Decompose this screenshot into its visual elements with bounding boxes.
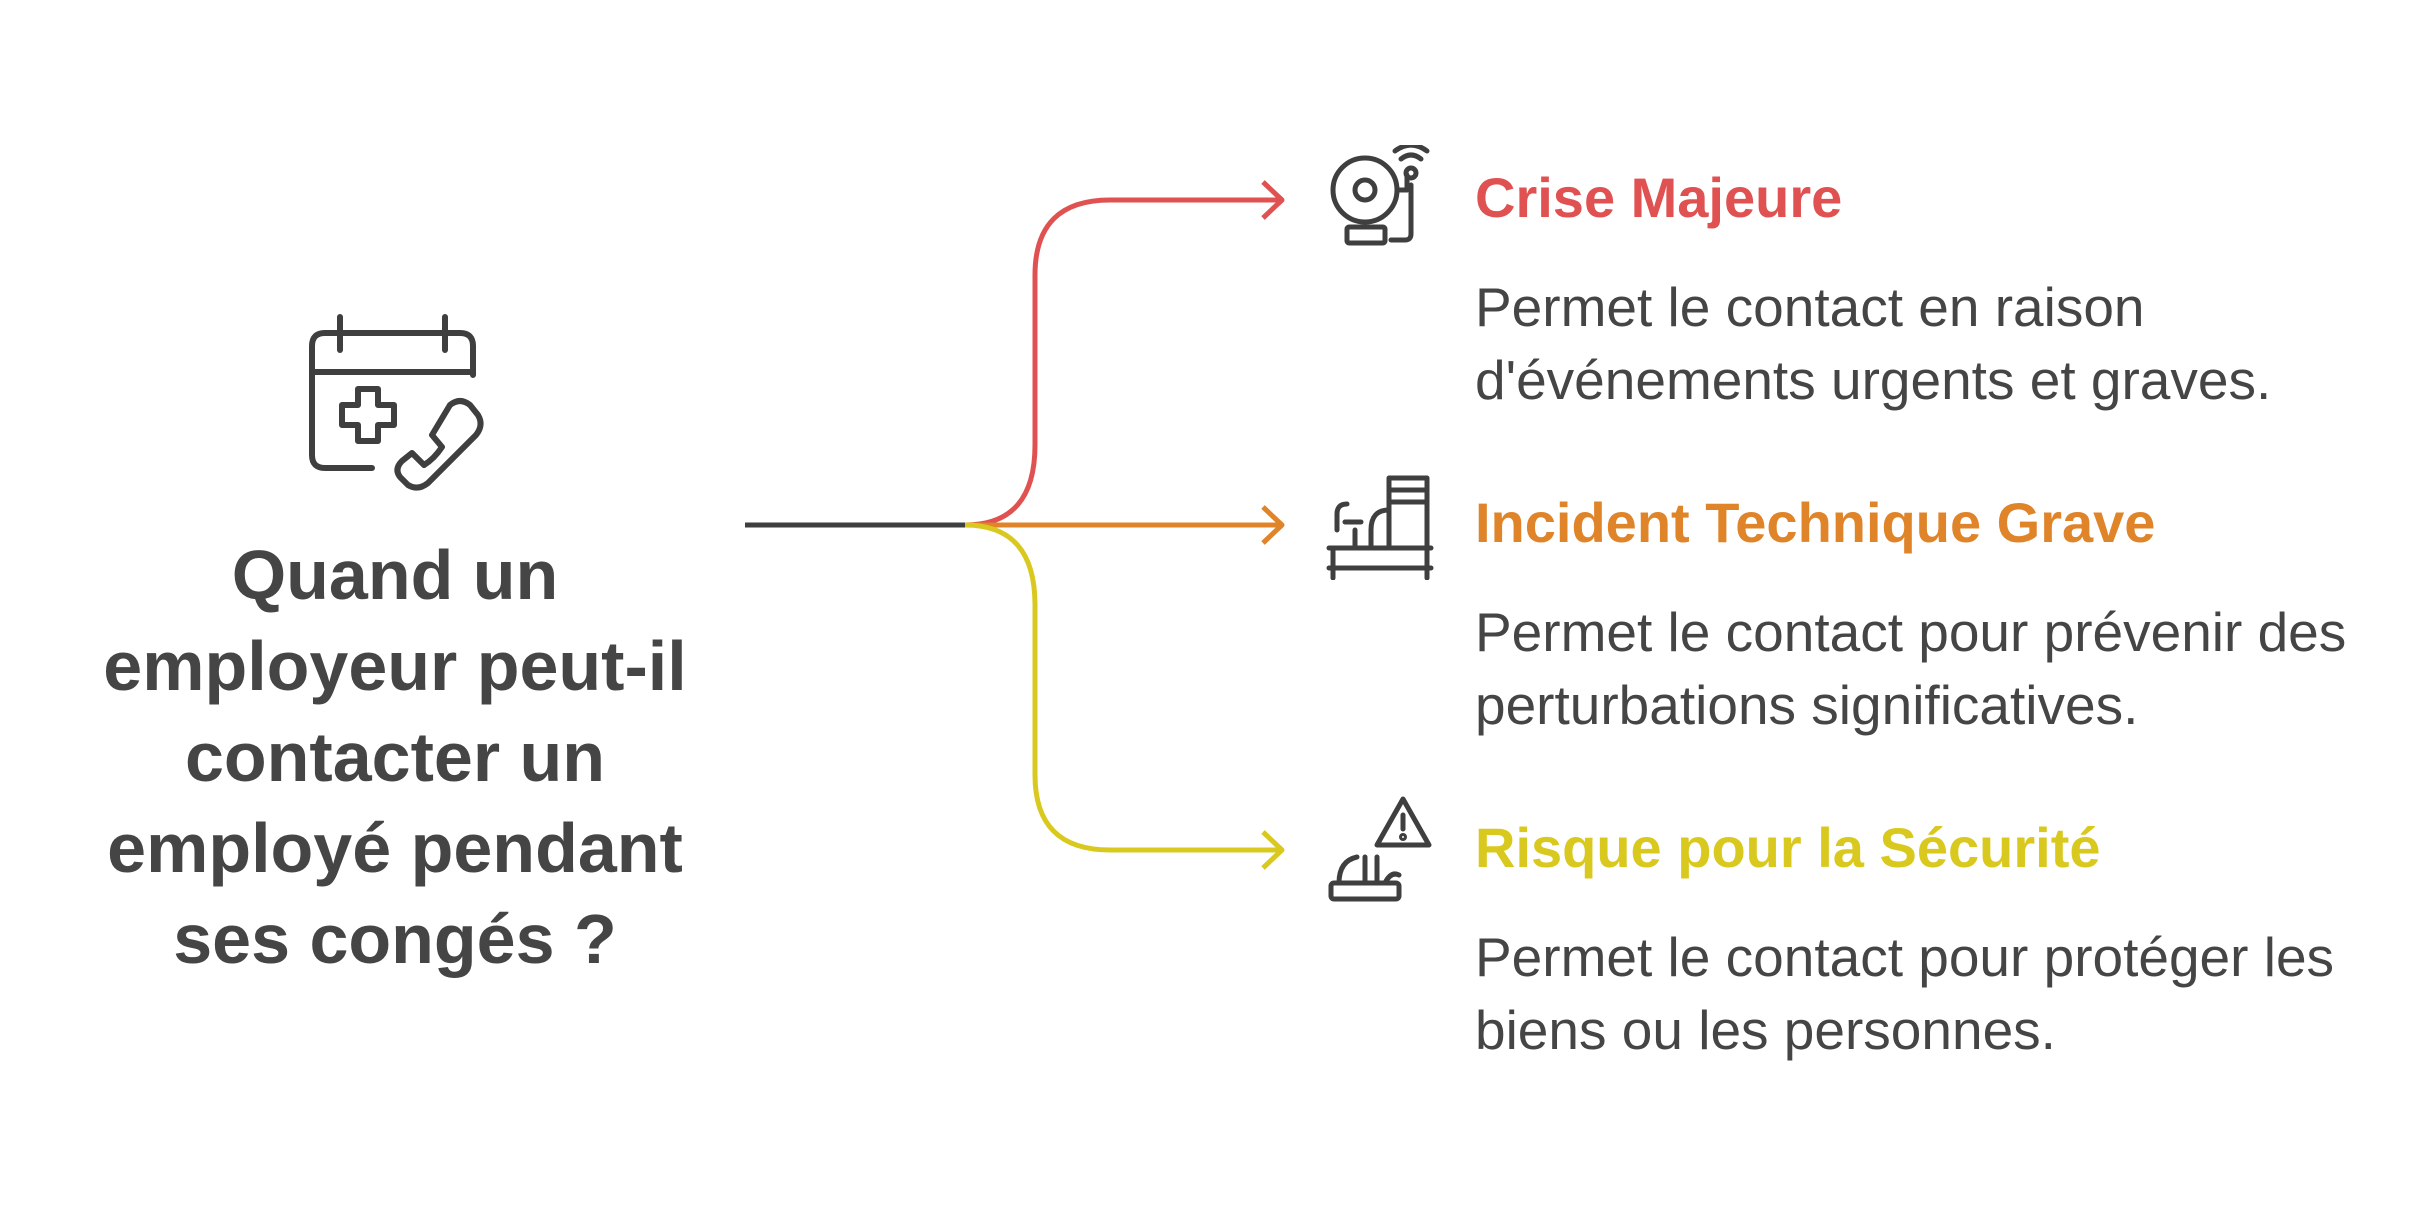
item-description: Permet le contact en raison d'événements… [1475, 276, 2272, 411]
calendar-medical-phone-icon [309, 314, 484, 491]
warning-hazard-icon [1328, 796, 1432, 902]
central-question: Quand un employeur peut-il contacter un … [103, 536, 687, 978]
machine-shelf-icon [1326, 475, 1434, 580]
arrow-crise [1261, 180, 1285, 220]
item-title: Risque pour la Sécurité [1475, 816, 2101, 879]
item-title: Incident Technique Grave [1475, 491, 2156, 554]
item-description: Permet le contact pour protéger les bien… [1475, 926, 2335, 1061]
arrow-securite [1261, 830, 1285, 870]
alarm-bell-icon [1330, 145, 1430, 246]
branch-securite [964, 522, 1282, 853]
arrow-incident [1261, 505, 1285, 545]
branch-crise [964, 197, 1282, 528]
item-description: Permet le contact pour prévenir des pert… [1475, 601, 2347, 736]
item-title: Crise Majeure [1475, 166, 1843, 229]
